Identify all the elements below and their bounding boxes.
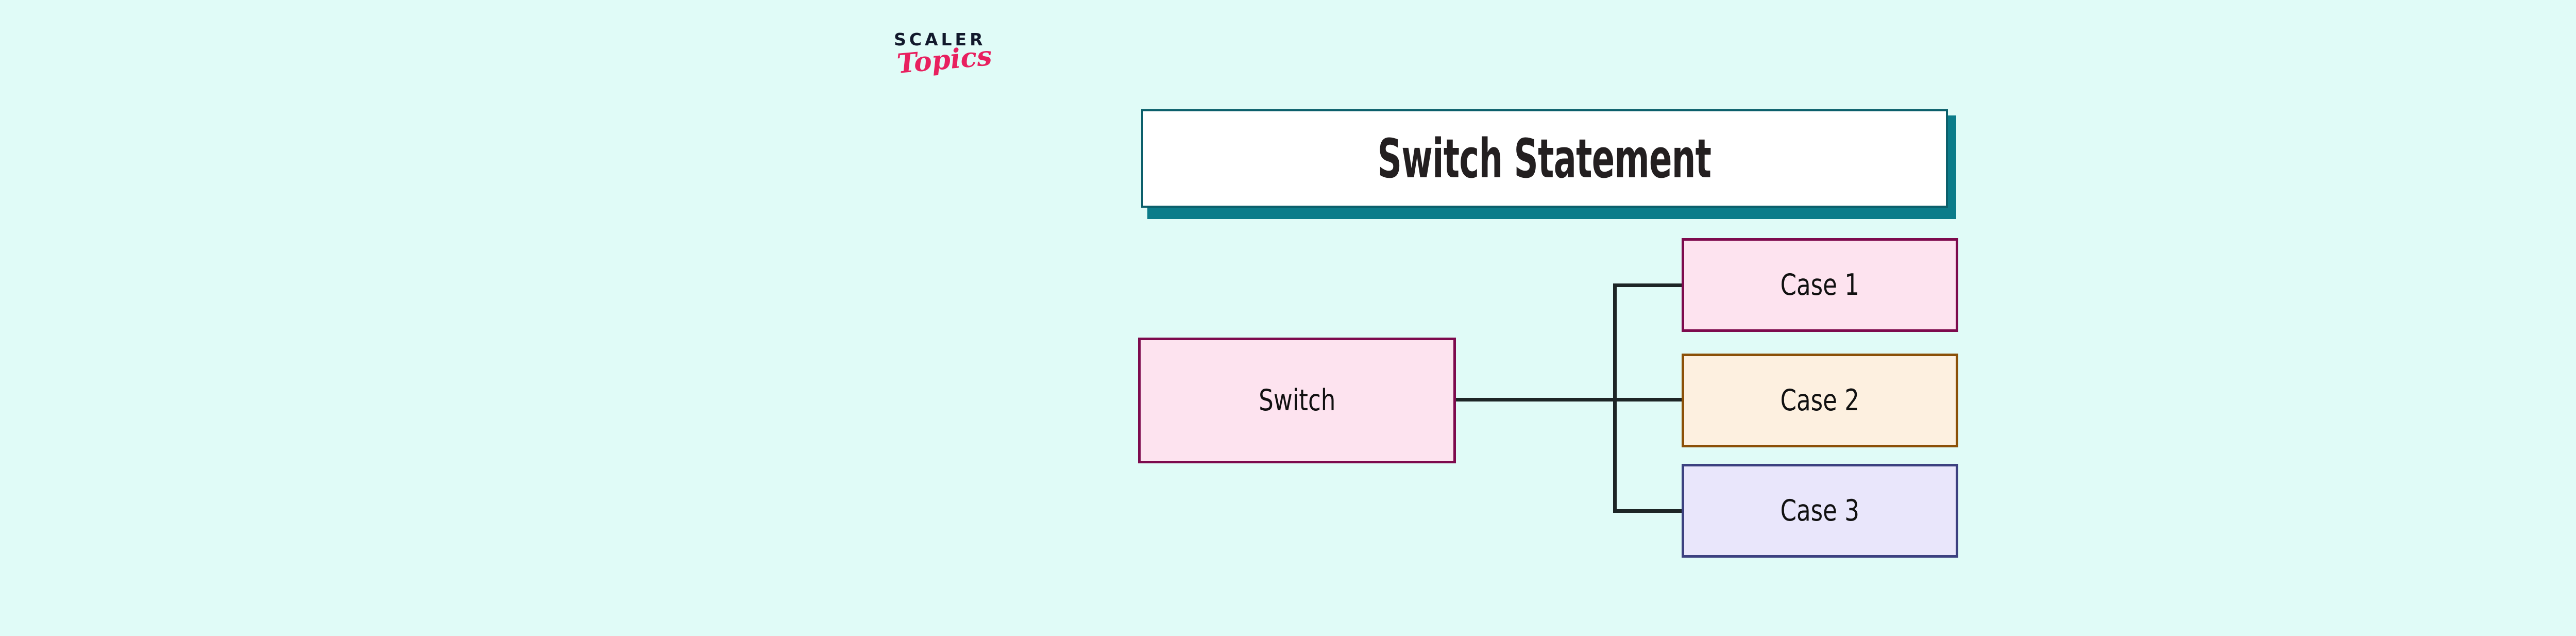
scaler-topics-logo: SCALER Topics (894, 31, 1048, 108)
title-banner: Switch Statement (1141, 109, 1948, 208)
logo-brand-text: SCALER (894, 29, 986, 49)
node-case-2: Case 2 (1682, 354, 1958, 447)
connector-switch-to-trunk (1456, 398, 1616, 401)
node-case-3: Case 3 (1682, 464, 1958, 558)
node-case-2-label: Case 2 (1780, 383, 1860, 417)
connector-branch-case-1 (1613, 283, 1683, 287)
node-case-1-label: Case 1 (1780, 267, 1860, 302)
node-switch-label: Switch (1258, 383, 1336, 417)
connector-branch-case-2 (1613, 398, 1683, 401)
node-case-1: Case 1 (1682, 238, 1958, 332)
node-case-3-label: Case 3 (1780, 493, 1860, 528)
page-title: Switch Statement (1378, 127, 1711, 190)
node-switch: Switch (1138, 338, 1456, 463)
connector-branch-case-3 (1613, 509, 1683, 513)
